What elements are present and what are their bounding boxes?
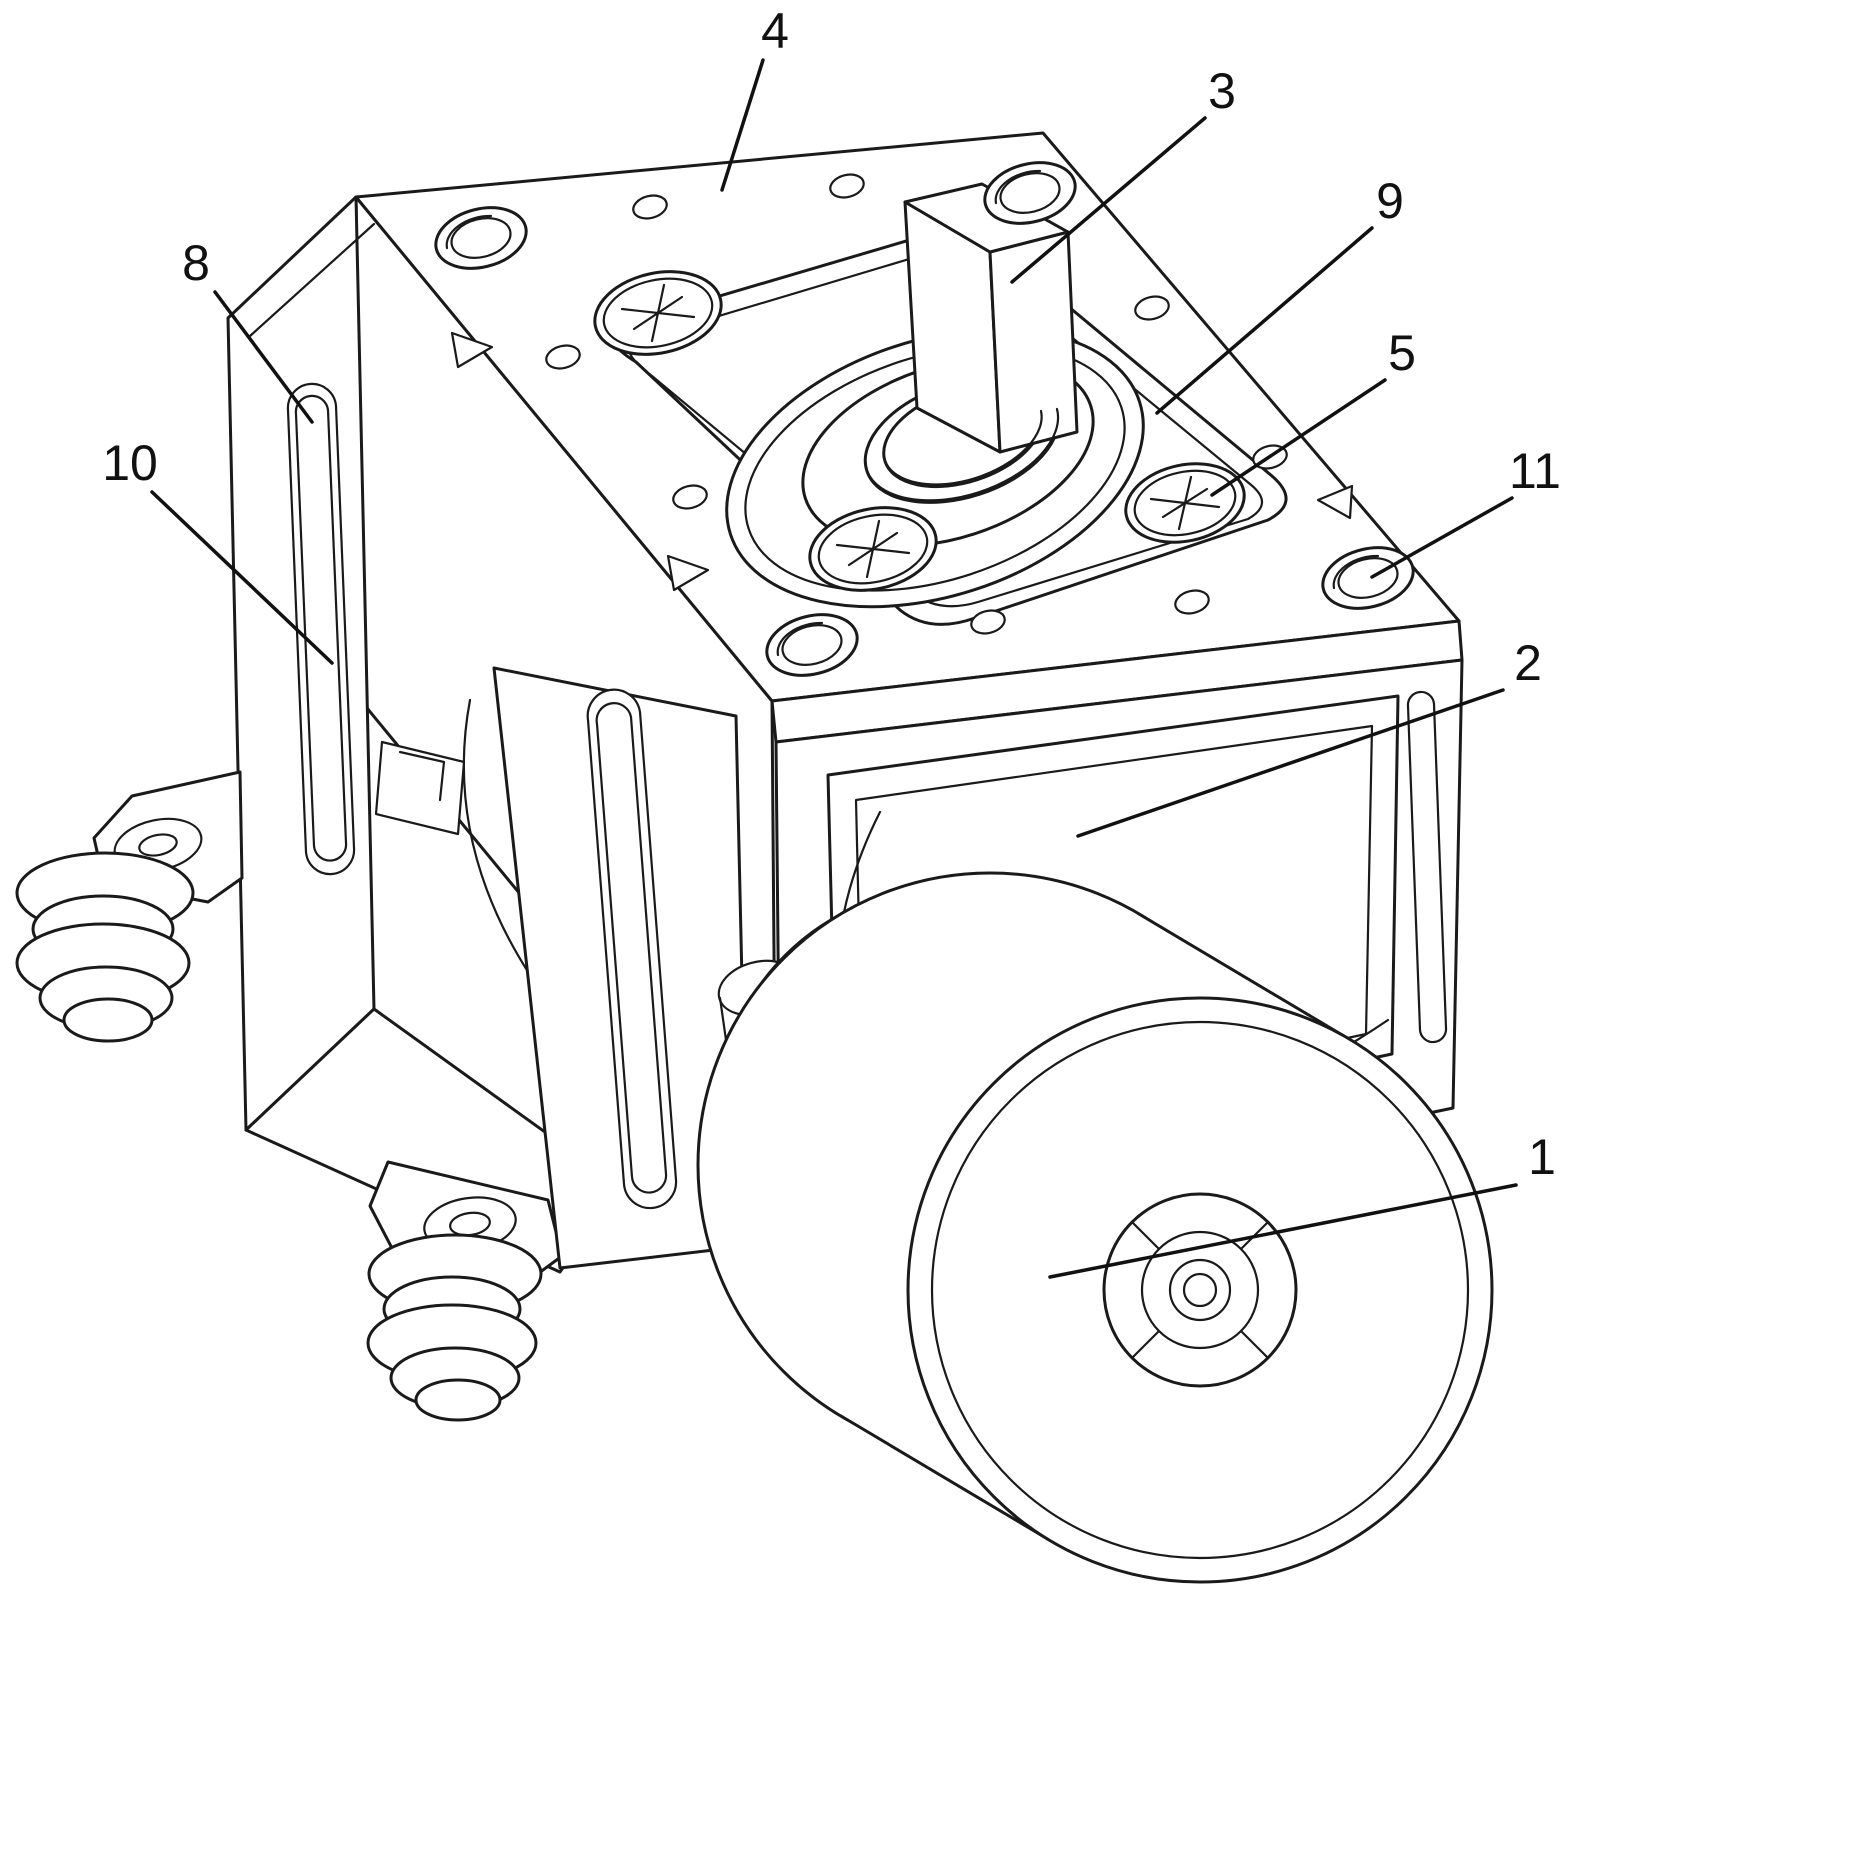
leader-line-5 [1210,378,1387,497]
rim-notches [450,331,1354,592]
rim-hole [970,609,1006,635]
hub-bore [1168,1258,1232,1322]
callout-5: 5 [1388,325,1416,381]
hole-inner [781,624,843,666]
bracket-slot-middle-inner [595,702,668,1194]
collar-front-arc-inner [883,409,1043,486]
damper-arm-lower [366,1160,564,1422]
rim-hole [545,344,581,370]
screw-head-rim [602,277,714,349]
screw-bottom [808,506,938,592]
callouts: 4 3 9 5 11 8 10 2 1 [102,3,1561,1279]
callout-10: 10 [102,435,158,491]
wheel-chamfer-ring [930,1020,1470,1560]
leader-line-1 [1048,1183,1518,1279]
thread-arc [776,621,824,657]
shaft-top-face [903,182,1070,254]
boss-inner-ring [744,344,1126,592]
damper-arm-upper [15,770,244,1043]
rim-hole [1174,589,1210,615]
threaded-hole-top [983,161,1077,225]
vibration-damper-upper [15,851,195,1043]
collar-front-arc-outer [865,407,1060,502]
threaded-hole-right [1321,546,1415,610]
wheel-bottom-edge [839,1414,1053,1543]
callout-3: 3 [1208,63,1236,119]
screw-left [593,270,723,356]
callout-9: 9 [1376,173,1404,229]
vibration-damper-lower [366,1233,543,1422]
damper-ring [414,1378,502,1422]
callout-4: 4 [761,3,789,59]
hole-inner [999,172,1061,214]
output-assembly [696,871,1494,1584]
rim-hole [1134,295,1170,321]
damper-ring [62,997,154,1043]
callout-8: 8 [182,235,210,291]
thread-arc [994,169,1042,205]
bracket-middle-plate [374,666,750,1270]
hole-inner [1337,557,1399,599]
middle-plate-tab [374,740,466,836]
phillips-cross-icon [620,283,696,343]
notch-arrow [666,554,710,592]
leader-line-8 [213,290,314,424]
right-face-slot [1406,690,1448,1044]
rim-hole [829,173,865,199]
callout-2: 2 [1514,635,1542,691]
wheel-hub [1102,1192,1298,1388]
threaded-hole-front [765,613,859,677]
drive-shaft [865,182,1079,502]
top-face-details [434,161,1415,677]
notch-arrow [1316,484,1354,520]
mounting-bracket [15,195,750,1422]
bracket-slot-left-inner [294,394,348,862]
leader-line-4 [720,58,765,192]
callout-11: 11 [1509,443,1561,499]
rim-hole [632,194,668,220]
phillips-cross-icon [1149,475,1221,531]
leader-line-2 [1076,688,1505,838]
threaded-hole-top-left [434,206,528,270]
hub-bolt [1182,1272,1218,1308]
callout-1: 1 [1528,1129,1556,1185]
screw-right [1124,462,1246,544]
tab-hole-inner [138,833,178,857]
middle-plate-tab-detail [398,750,446,802]
hole-inner [450,217,512,259]
phillips-cross-icon [835,519,911,579]
rim-hole [672,484,708,510]
thread-arc [445,214,493,250]
wheel-top-edge [1137,912,1351,1041]
thread-arc [1332,554,1380,590]
screw-head-rim [1133,469,1237,537]
screw-head-rim [817,513,929,585]
leader-line-3 [1010,116,1207,284]
notch-arrow [450,331,494,369]
bracket-slot-left-outer [286,382,356,876]
bracket-slot-middle-outer [586,688,678,1210]
hub-cone [1140,1230,1260,1350]
leader-line-11 [1370,496,1514,579]
bracket-fold-line [248,222,376,338]
roller-wheel [696,871,1494,1584]
leader-line-9 [1155,226,1374,415]
leader-line-10 [150,490,334,665]
